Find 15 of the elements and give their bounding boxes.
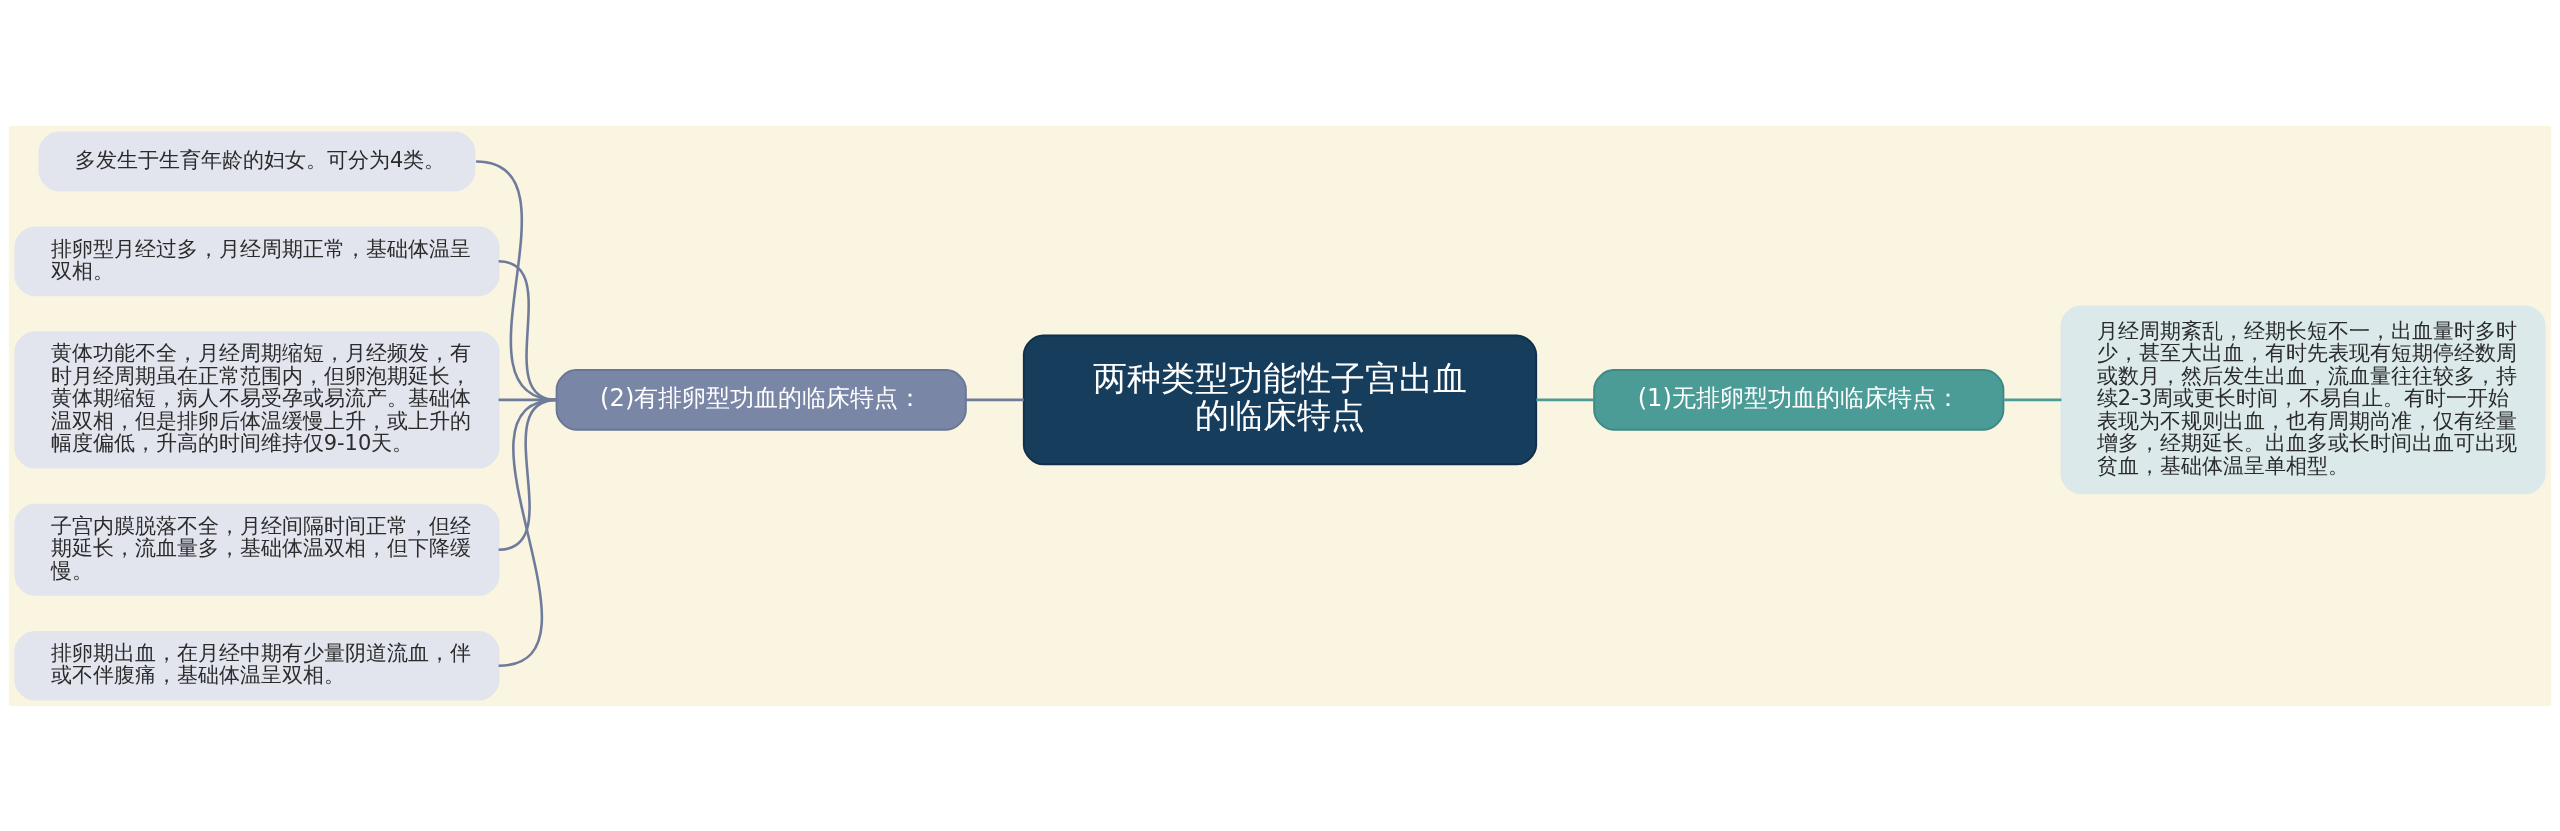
node-box: 黄体功能不全，月经周期缩短，月经频发，有时月经周期虽在正常范围内，但卵泡期延长，黄体期缩短，病人不易受孕或易流产。基础体温双相，但是排卵后体温缓慢上升，或上升的幅度偏低，升高的时间维持仅9-10天。 [14,330,500,469]
node-box: 排卵型月经过多，月经周期正常，基础体温呈双相。 [14,226,500,296]
node-box: 月经周期紊乱，经期长短不一，出血量时多时少，甚至大出血，有时先表现有短期停经数周或数月，然后发生出血，流血量往往较多，持续2-3周或更长时间，不易自止。有时一开始表现为不规则出血，也有周期尚准，仅有经量增多，经期延长。出血多或长时间出血可出现贫血，基础体温呈单相型。 [2060,304,2546,494]
connector [498,398,557,667]
connector [1536,398,1595,401]
node-box: (2)有排卵型功血的临床特点： [555,368,967,431]
connector [475,159,557,401]
connector [2003,398,2062,401]
connector [498,259,557,401]
node-box: 排卵期出血，在月经中期有少量阴道流血，伴或不伴腹痛，基础体温呈双相。 [14,630,500,701]
node-box: 子宫内膜脱落不全，月经间隔时间正常，但经期延长，流血量多，基础体温双相，但下降缓慢。 [14,503,500,596]
node-box: (1)无排卵型功血的临床特点： [1593,368,2005,431]
connector [965,398,1024,401]
node-box: 多发生于生育年龄的妇女。可分为4类。 [38,130,476,191]
node-box: 两种类型功能性子宫出血的临床特点 [1022,333,1538,465]
